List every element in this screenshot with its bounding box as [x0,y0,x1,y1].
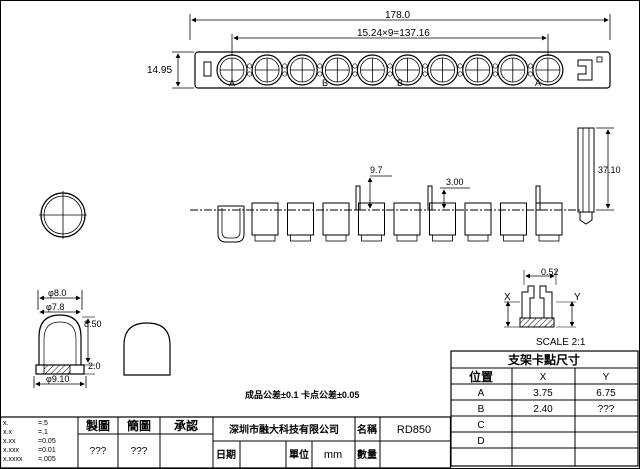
drawn-label: 製圖 [85,418,110,433]
lead-frame-strip [194,51,611,89]
side-cup-9 [535,202,563,242]
tol-val-2: =0.05 [38,438,56,445]
tolerance-note: 成品公差±0.1 卡点公差±0.05 [245,389,359,400]
tol-val-3: =0.01 [38,447,56,454]
title-block: x. =.5 x.x =.1 x.xx =0.05 x.xxx =0.01 x.… [0,416,452,469]
pos-label-a1: A [229,78,235,88]
top-led-2 [247,54,283,86]
spec-header-y: Y [603,372,610,383]
check-label: 簡圖 [127,418,151,433]
dia-7-8-label: φ7.8 [46,302,64,312]
side-cup-7 [464,202,492,242]
spec-table: 支架卡點尺寸 位置 X Y A 3.75 6.75 B 2.40 ??? C D [450,350,639,467]
spec-row-c-pos: C [477,420,484,431]
spec-row-a-x: 3.75 [533,388,553,399]
side-view: 9.7 3.00 37.10 [190,127,621,243]
top-led-4 [317,54,353,86]
pitch-dim-label: 15.24×9=137.16 [357,28,430,39]
side-cup-8 [500,202,527,242]
side-cup-4 [358,202,385,242]
spec-row-a-y: 6.75 [596,388,616,399]
height-dim-label: 14.95 [147,65,172,76]
top-led-7 [422,54,459,86]
pos-label-a2: A [535,78,541,88]
detail-x-label: X [504,292,511,303]
side-cup-3 [322,202,350,242]
spec-row-a-pos: A [478,388,485,399]
spec-row-d-pos: D [477,436,484,447]
tol-key-0: x. [3,420,9,427]
end-post [577,127,595,213]
tol-val-4: =.005 [38,456,56,463]
pos-label-b1: B [322,78,328,88]
h-2-0-label: 2.0 [88,361,101,371]
overall-length-label: 178.0 [385,10,410,21]
scale-label: SCALE 2:1 [536,337,586,348]
tol-key-1: x.x [3,429,12,436]
top-led-6 [387,54,424,86]
name-label: 名稱 [357,423,377,436]
dim-9-7-label: 9.7 [370,165,383,175]
side-cup-5 [393,202,421,242]
qty-label: 數量 [357,448,377,461]
check-value: ??? [131,446,148,457]
company-name: 深圳市融大科技有限公司 [229,423,339,436]
side-cup-2 [287,202,314,242]
drawn-value: ??? [90,446,107,457]
led-side-view: φ8.0 φ7.8 8.50 2.0 φ9.10 [33,288,102,388]
led-outline [123,322,171,376]
top-led-8 [457,54,494,86]
top-led-3 [282,54,318,86]
spec-header-x: X [540,372,547,383]
top-led-9 [492,54,529,86]
unit-label: 單位 [289,448,309,461]
detail-y-label: Y [574,292,581,303]
tol-val-1: =.1 [38,429,48,436]
side-cup-1 [251,202,279,242]
tol-key-3: x.xxx [3,447,19,454]
dia-9-10-label: φ9.10 [46,374,69,384]
top-view: 178.0 15.24×9=137.16 14.95 A B B A [147,10,611,89]
side-cup-6 [429,202,456,242]
spec-row-b-x: 2.40 [533,404,553,415]
spec-row-b-y: ??? [598,404,615,415]
top-led-10 [527,54,564,86]
pos-label-b2: B [397,78,403,88]
led-front-circle [39,191,87,239]
spec-row-b-pos: B [478,404,485,415]
top-led-1 [216,54,248,86]
date-label: 日期 [216,448,236,461]
unit-value: mm [324,449,342,461]
top-led-5 [352,54,388,86]
name-value: RD850 [397,424,431,436]
dim-0-52-label: 0.52 [541,267,559,277]
detail-view: 0.52 X Y SCALE 2:1 [504,267,586,348]
spec-header-position: 位置 [469,369,493,384]
dim-3-00-label: 3.00 [446,177,464,187]
tol-key-4: x.xxxx [3,456,23,463]
dia-8-0-label: φ8.0 [48,288,66,298]
h-8-50-label: 8.50 [84,319,102,329]
dim-37-10-label: 37.10 [598,165,621,175]
approve-label: 承認 [174,418,198,433]
tol-val-0: =.5 [38,420,48,427]
spec-table-title: 支架卡點尺寸 [507,352,580,367]
tol-key-2: x.xx [3,438,16,445]
